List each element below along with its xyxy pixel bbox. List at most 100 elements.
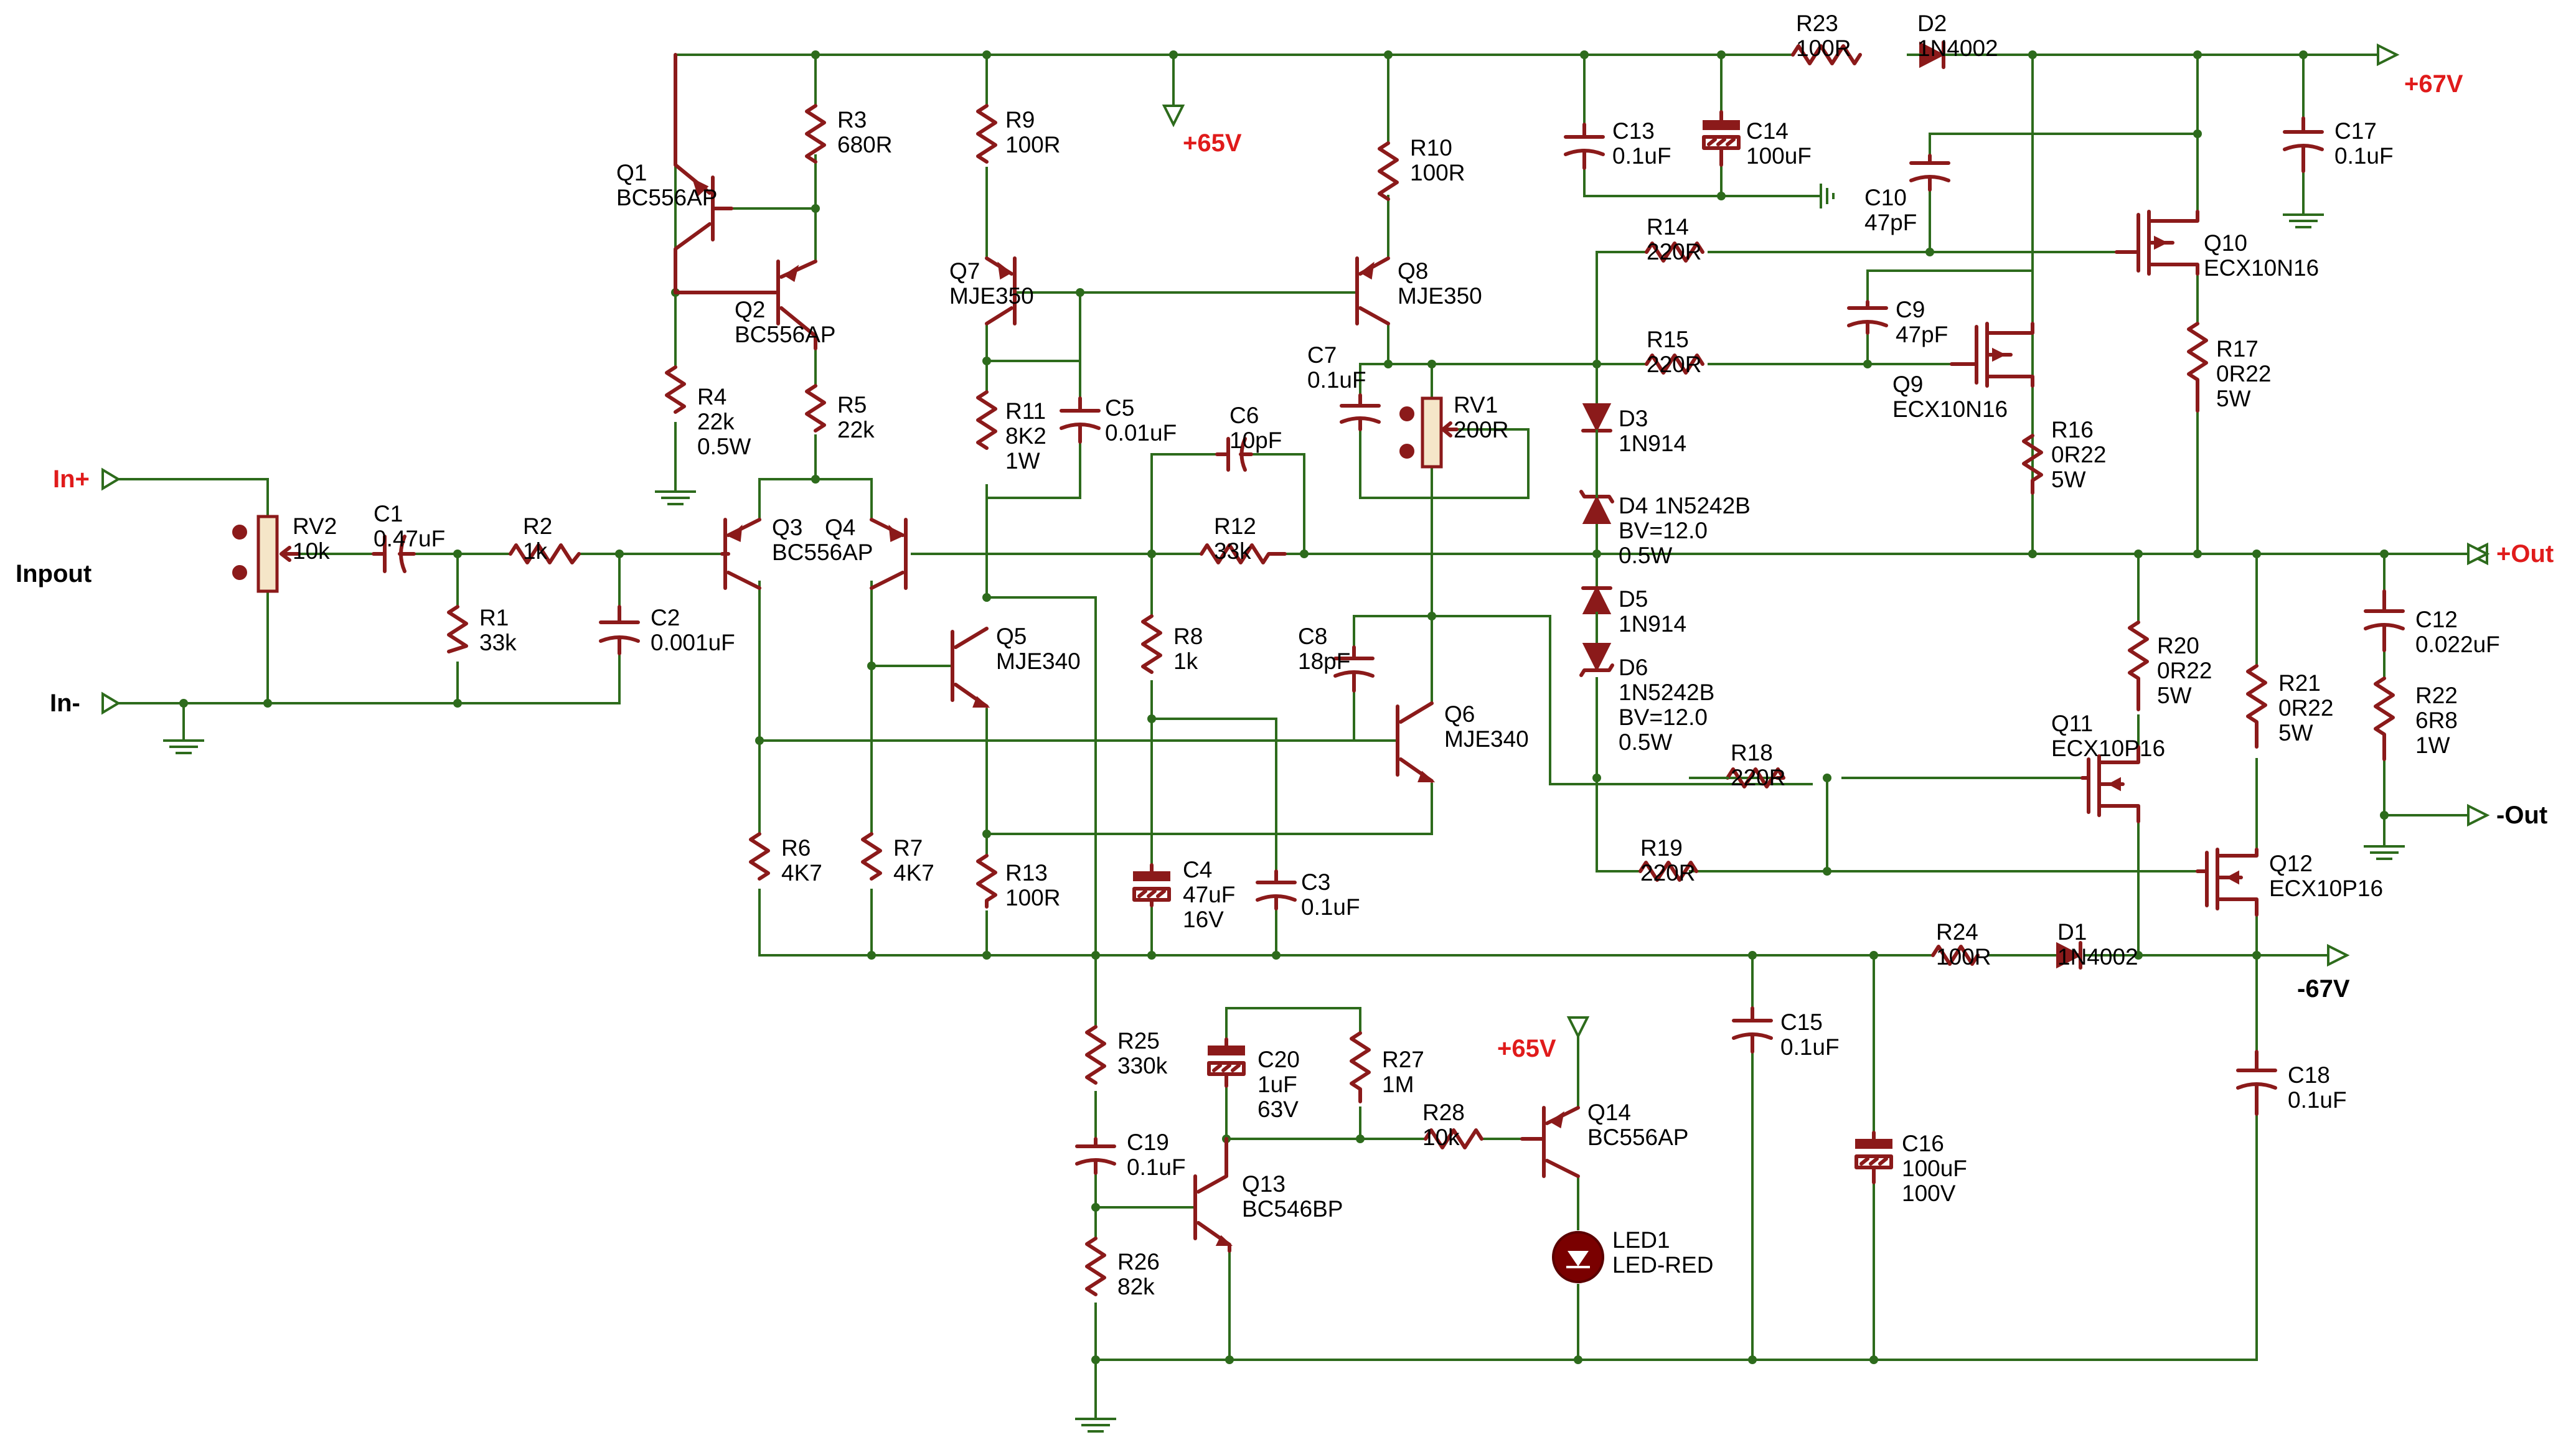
label-r27-line: R27 (1382, 1047, 1424, 1072)
label-r9-line: 100R (1005, 132, 1060, 157)
resistor-R28 (1424, 1128, 1483, 1149)
label-led1-line: LED1 (1612, 1227, 1670, 1253)
label-c7-line: C7 (1307, 342, 1337, 368)
capacitor-C16 (1854, 1131, 1893, 1184)
label-r27-line: 1M (1382, 1072, 1414, 1097)
capacitor-C19 (1075, 1137, 1116, 1175)
capacitor-C15 (1732, 1006, 1773, 1054)
label-rv1-line: RV1 (1454, 392, 1498, 418)
transistor-Q7 (985, 256, 1017, 325)
label-r24-line: R24 (1936, 919, 1978, 945)
label-c9-line: C9 (1896, 297, 1925, 322)
resistor-R16 (2022, 434, 2043, 495)
label-c4-line: 47uF (1183, 882, 1235, 907)
label-d6-line: 0.5W (1619, 729, 1672, 755)
label-d2-line: D2 (1917, 11, 1947, 36)
ground-icon (2283, 205, 2324, 228)
resistor-R1 (447, 605, 468, 653)
capacitor-C1 (372, 535, 416, 573)
label-c1-line: C1 (374, 501, 403, 526)
ports (101, 43, 2490, 1039)
label-c3-line: C3 (1301, 869, 1330, 895)
resistor-R12 (1200, 543, 1287, 564)
junctions (179, 50, 2389, 1364)
input-title: Inpout (16, 560, 92, 587)
rail-pos-right-label: +67V (2404, 70, 2463, 98)
transistor-Q14 (1520, 1106, 1580, 1178)
resistor-R20 (2128, 620, 2149, 711)
label-q11-line: ECX10P16 (2051, 736, 2165, 761)
diode-D5 (1581, 585, 1612, 627)
label-c4-line: 16V (1183, 907, 1224, 932)
label-c10-line: 47pF (1864, 210, 1917, 235)
label-d3-line: 1N914 (1619, 431, 1686, 456)
label-d3-line: D3 (1619, 406, 1648, 431)
resistor-R24 (1931, 945, 1980, 966)
label-c2-line: C2 (651, 605, 680, 630)
label-q1-line: Q1 (616, 160, 647, 185)
label-rv1-line: 200R (1454, 417, 1508, 442)
label-r5-line: 22k (837, 417, 875, 442)
out-minus-label: -Out (2496, 802, 2547, 829)
label-r17-line: 5W (2216, 386, 2251, 411)
label-q4-line: Q4 (825, 515, 855, 540)
label-r25-line: R25 (1117, 1028, 1160, 1054)
resistors (447, 44, 2395, 1296)
transistor-Q2 (674, 260, 817, 350)
resistor-R18 (1726, 767, 1785, 788)
resistor-R22 (2374, 676, 2395, 761)
transistor-Q1 (674, 53, 733, 294)
potentiometers (232, 396, 1459, 593)
label-c19-line: 0.1uF (1127, 1154, 1186, 1180)
label-c16-line: C16 (1902, 1131, 1944, 1156)
resistor-R23 (1791, 44, 1862, 65)
diodes (1552, 40, 2082, 1283)
diode-D1 (2056, 941, 2082, 970)
label-q13-line: BC546BP (1242, 1196, 1343, 1222)
capacitors (372, 110, 2405, 1184)
label-r11-line: 8K2 (1005, 423, 1046, 449)
resistor-R27 (1350, 1031, 1371, 1103)
label-c8-line: 18pF (1298, 648, 1350, 674)
label-r22-line: R22 (2415, 683, 2458, 708)
label-r3-line: 680R (837, 132, 892, 157)
label-r1-line: 33k (479, 630, 517, 655)
label-r8-line: 1k (1173, 648, 1198, 674)
label-q7-line: MJE350 (949, 283, 1034, 309)
transistor-Q5 (951, 627, 990, 708)
capacitor-C7 (1340, 393, 1381, 431)
rail-pos-65-arrow (1162, 105, 1185, 128)
label-d2-line: 1N4002 (1917, 35, 1998, 61)
label-r11-line: R11 (1005, 398, 1046, 424)
label-r2-line: R2 (523, 513, 552, 539)
ground-icon (2364, 840, 2405, 860)
transistor-Q11 (2080, 745, 2140, 823)
rail-pos-led-label: +65V (1497, 1035, 1556, 1062)
potentiometer-RV2 (232, 515, 301, 593)
